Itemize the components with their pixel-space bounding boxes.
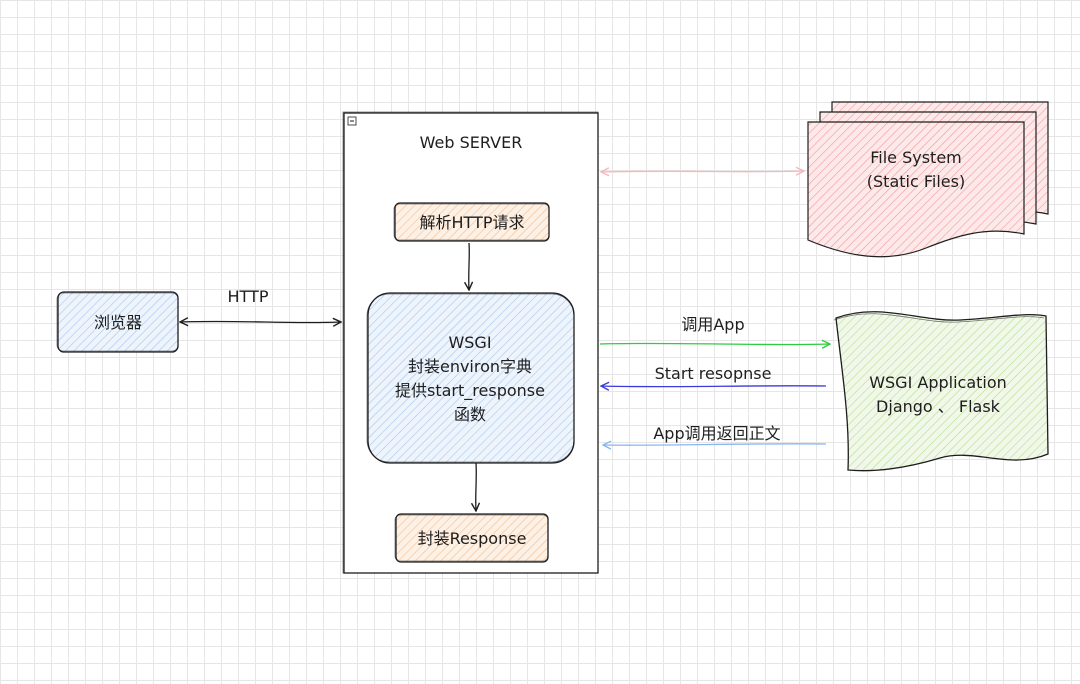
call-app-label: 调用App	[681, 315, 744, 334]
wsgi-app-line-2: Django 、 Flask	[876, 397, 1001, 416]
file-system-line-2: (Static Files)	[867, 172, 965, 191]
parse-http-label: 解析HTTP请求	[420, 213, 525, 232]
parse-to-wsgi-arrow	[469, 242, 470, 290]
start-response-label: Start resopnse	[655, 364, 772, 383]
web-server-title: Web SERVER	[420, 133, 523, 152]
wsgi-line-1: WSGI	[448, 333, 491, 352]
response-box[interactable]: 封装Response	[394, 513, 549, 563]
wsgi-line-3: 提供start_response	[395, 381, 545, 401]
parse-http-box[interactable]: 解析HTTP请求	[393, 202, 550, 242]
wsgi-line-4: 函数	[454, 405, 486, 424]
return-body-label: App调用返回正文	[653, 424, 780, 443]
browser-label: 浏览器	[94, 313, 142, 332]
wsgi-to-response-arrow	[476, 462, 477, 511]
file-system-shape[interactable]: File System (Static Files)	[807, 101, 1049, 258]
file-system-line-1: File System	[870, 148, 962, 167]
browser-box[interactable]: 浏览器	[56, 291, 179, 353]
file-system-arrow[interactable]	[601, 171, 804, 172]
response-label: 封装Response	[418, 529, 527, 548]
return-body-arrow[interactable]: App调用返回正文	[603, 424, 827, 445]
wsgi-box[interactable]: WSGI 封装environ字典 提供start_response 函数	[366, 292, 575, 464]
wsgi-application-shape[interactable]: WSGI Application Django 、 Flask	[833, 311, 1049, 472]
collapse-icon[interactable]	[347, 116, 357, 126]
wsgi-app-line-1: WSGI Application	[869, 373, 1007, 392]
http-arrow[interactable]: HTTP	[180, 287, 341, 323]
http-label: HTTP	[228, 287, 269, 306]
wsgi-line-2: 封装environ字典	[408, 357, 532, 376]
start-response-arrow[interactable]: Start resopnse	[601, 364, 827, 387]
call-app-arrow[interactable]: 调用App	[599, 315, 830, 345]
